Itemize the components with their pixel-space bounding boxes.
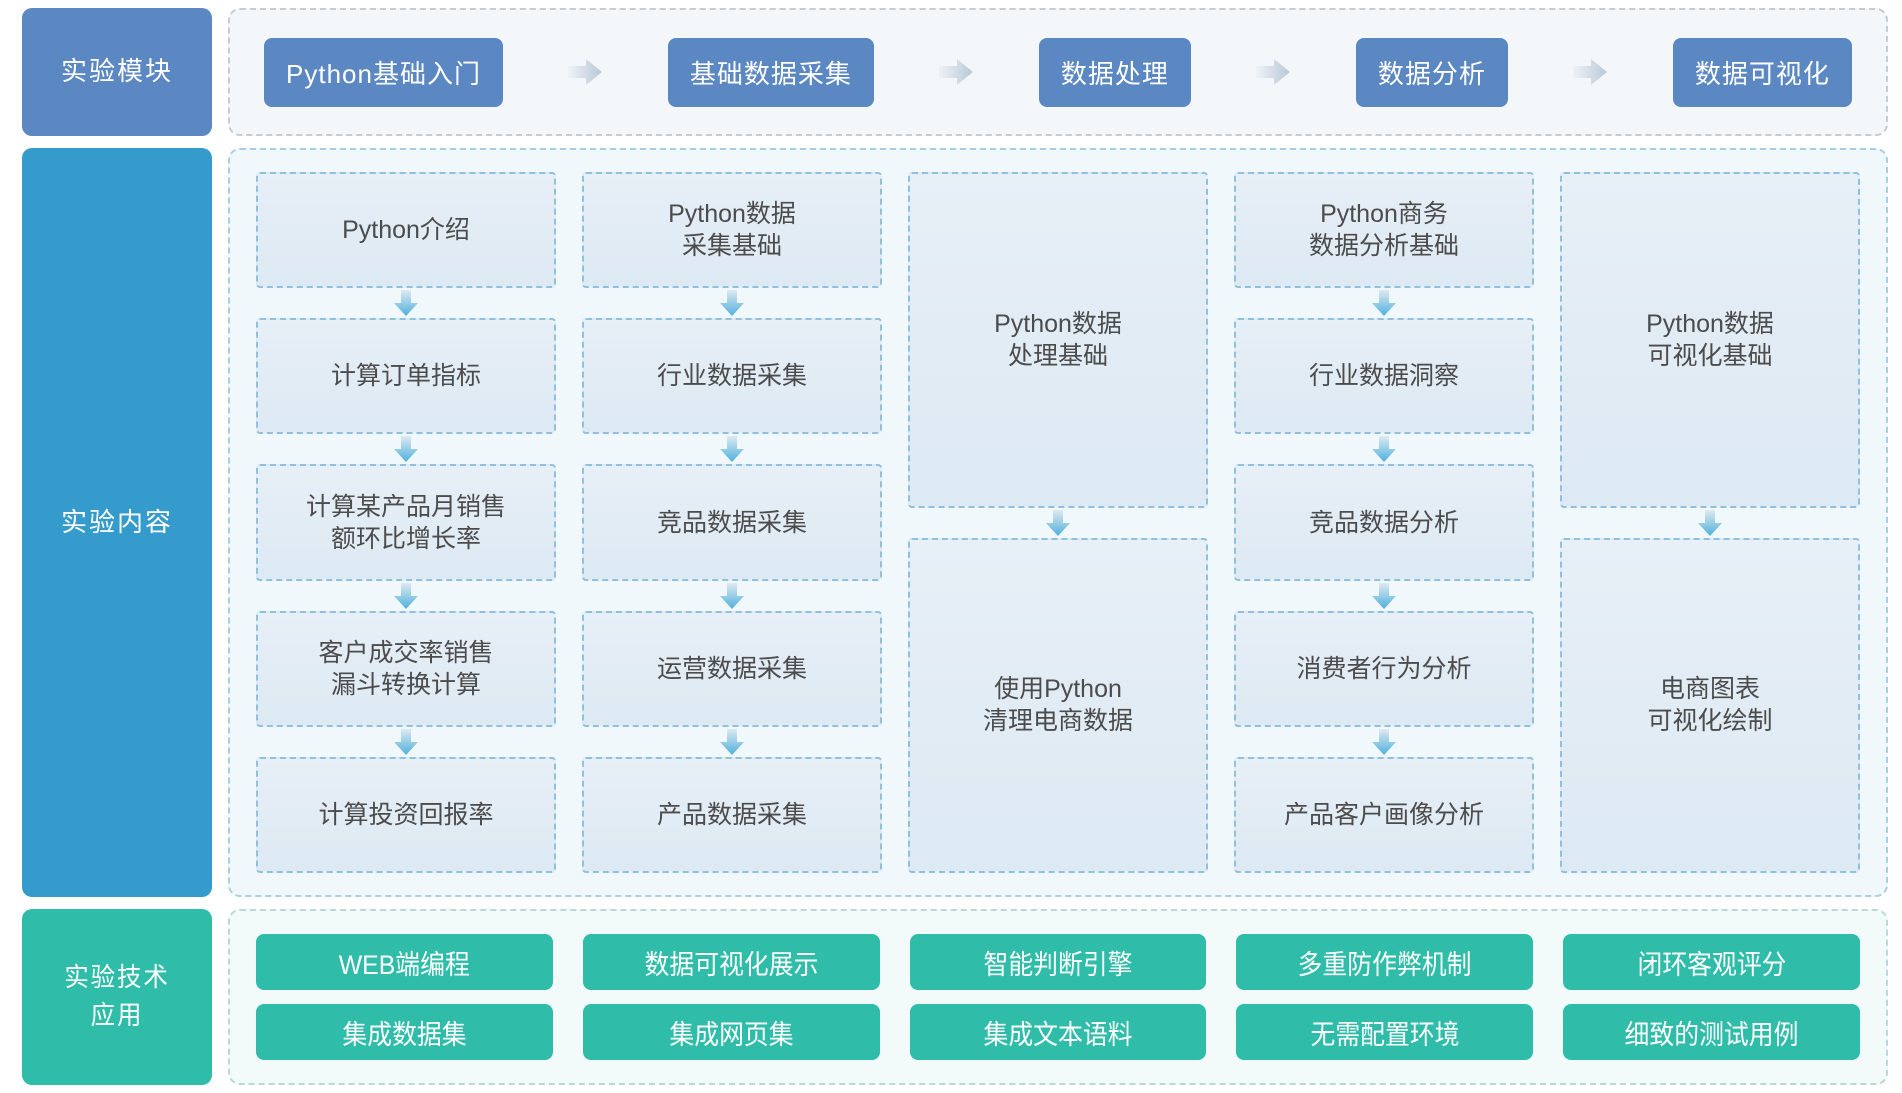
tech-tag-row-1: WEB端编程 数据可视化展示 智能判断引擎 多重防作弊机制 闭环客观评分 <box>256 934 1860 990</box>
tech-tag-2-0[interactable]: 集成数据集 <box>256 1004 553 1060</box>
tech-tag-label: 多重防作弊机制 <box>1297 949 1472 980</box>
arrow-down-icon <box>1234 288 1534 318</box>
arrow-right-icon <box>939 57 974 87</box>
tech-tag-label: 数据可视化展示 <box>644 949 819 980</box>
arrow-right-icon <box>1256 57 1291 87</box>
section-label-tech: 实验技术 应用 <box>22 909 212 1085</box>
content-step-0-3[interactable]: 客户成交率销售 漏斗转换计算 <box>256 610 556 727</box>
arrow-down-icon <box>1234 581 1534 611</box>
tech-tag-2-1[interactable]: 集成网页集 <box>582 1004 880 1060</box>
module-step-label: 数据可视化 <box>1694 58 1830 89</box>
arrow-down-icon <box>256 581 556 611</box>
tech-tag-label: 集成数据集 <box>342 1019 467 1050</box>
arrow-down-icon <box>1234 434 1534 464</box>
tech-tag-1-3[interactable]: 多重防作弊机制 <box>1236 934 1534 990</box>
tech-tag-1-4[interactable]: 闭环客观评分 <box>1563 934 1860 990</box>
arrow-down-icon <box>582 288 882 318</box>
arrow-down-icon <box>582 434 882 464</box>
content-step-1-1[interactable]: 行业数据采集 <box>582 318 882 435</box>
content-step-1-2[interactable]: 竞品数据采集 <box>582 464 882 581</box>
module-step-3[interactable]: 数据分析 <box>1355 37 1508 107</box>
tech-tag-label: 闭环客观评分 <box>1637 949 1787 980</box>
tech-tag-2-3[interactable]: 无需配置环境 <box>1236 1004 1534 1060</box>
content-step-1-0[interactable]: Python数据 采集基础 <box>582 172 882 289</box>
content-step-0-0[interactable]: Python介绍 <box>256 172 556 289</box>
tech-tag-1-2[interactable]: 智能判断引擎 <box>909 934 1207 990</box>
content-columns-panel: Python介绍计算订单指标计算某产品月销售 额环比增长率客户成交率销售 漏斗转… <box>228 148 1888 897</box>
content-step-2-1[interactable]: 使用Python 清理电商数据 <box>908 537 1208 873</box>
arrow-down-icon <box>256 288 556 318</box>
module-step-0[interactable]: Python基础入门 <box>264 37 503 107</box>
content-step-0-2[interactable]: 计算某产品月销售 额环比增长率 <box>256 464 556 581</box>
arrow-down-icon <box>582 581 882 611</box>
tech-tag-2-2[interactable]: 集成文本语料 <box>909 1004 1207 1060</box>
arrow-down-icon <box>908 508 1208 538</box>
content-step-0-1[interactable]: 计算订单指标 <box>256 318 556 435</box>
content-column-data-visualization: Python数据 可视化基础电商图表 可视化绘制 <box>1560 172 1860 873</box>
module-step-label: 基础数据采集 <box>689 58 852 89</box>
arrow-right-icon <box>568 57 603 87</box>
module-row: 实验模块 Python基础入门 基础数据采集 数据处理 数据分析 数据可视化 <box>22 8 1888 136</box>
tech-tag-label: 智能判断引擎 <box>983 949 1133 980</box>
content-step-4-1[interactable]: 电商图表 可视化绘制 <box>1560 537 1860 873</box>
section-label-content: 实验内容 <box>22 148 212 897</box>
content-row: 实验内容 Python介绍计算订单指标计算某产品月销售 额环比增长率客户成交率销… <box>22 148 1888 897</box>
module-step-label: 数据分析 <box>1377 58 1486 89</box>
arrow-down-icon <box>582 727 882 757</box>
section-label-module: 实验模块 <box>22 8 212 136</box>
content-step-3-0[interactable]: Python商务 数据分析基础 <box>1234 172 1534 289</box>
content-step-3-2[interactable]: 竞品数据分析 <box>1234 464 1534 581</box>
module-step-1[interactable]: 基础数据采集 <box>667 37 874 107</box>
content-step-0-4[interactable]: 计算投资回报率 <box>256 756 556 874</box>
module-step-2[interactable]: 数据处理 <box>1038 37 1191 107</box>
content-step-4-0[interactable]: Python数据 可视化基础 <box>1560 172 1860 508</box>
content-column-data-collection: Python数据 采集基础行业数据采集竞品数据采集运营数据采集产品数据采集 <box>582 172 882 874</box>
tech-tags-panel: WEB端编程数据可视化展示智能判断引擎多重防作弊机制闭环客观评分 集成数据集集成… <box>228 909 1888 1085</box>
content-column-python-basics: Python介绍计算订单指标计算某产品月销售 额环比增长率客户成交率销售 漏斗转… <box>256 172 556 874</box>
content-step-3-3[interactable]: 消费者行为分析 <box>1234 610 1534 727</box>
arrow-right-icon <box>1573 57 1608 87</box>
module-step-label: 数据处理 <box>1060 58 1169 89</box>
tech-tag-label: 集成文本语料 <box>983 1019 1133 1050</box>
content-step-3-1[interactable]: 行业数据洞察 <box>1234 318 1534 435</box>
tech-tag-1-0[interactable]: WEB端编程 <box>256 934 553 990</box>
tech-tag-label: 细致的测试用例 <box>1624 1019 1799 1050</box>
content-step-2-0[interactable]: Python数据 处理基础 <box>908 172 1208 508</box>
content-step-3-4[interactable]: 产品客户画像分析 <box>1234 756 1534 874</box>
arrow-down-icon <box>256 434 556 464</box>
module-step-label: Python基础入门 <box>286 58 481 89</box>
content-step-1-4[interactable]: 产品数据采集 <box>582 756 882 874</box>
tech-tag-2-4[interactable]: 细致的测试用例 <box>1563 1004 1860 1060</box>
tech-tag-label: 无需配置环境 <box>1310 1019 1460 1050</box>
module-steps-panel: Python基础入门 基础数据采集 数据处理 数据分析 数据可视化 <box>228 8 1888 136</box>
content-step-1-3[interactable]: 运营数据采集 <box>582 610 882 727</box>
tech-row: 实验技术 应用 WEB端编程 数据可视化展示 智能判断引擎 多重防作弊机制 闭环客观评分… <box>22 909 1888 1085</box>
tech-tag-1-1[interactable]: 数据可视化展示 <box>582 934 880 990</box>
arrow-down-icon <box>1560 508 1860 538</box>
content-column-data-analysis: Python商务 数据分析基础行业数据洞察竞品数据分析消费者行为分析产品客户画像… <box>1234 172 1534 874</box>
arrow-down-icon <box>1234 727 1534 757</box>
tech-tag-label: WEB端编程 <box>338 949 470 980</box>
content-column-data-processing: Python数据 处理基础使用Python 清理电商数据 <box>908 172 1208 873</box>
tech-tag-row-2: 集成数据集 集成网页集 集成文本语料 无需配置环境 细致的测试用例 <box>256 1004 1860 1060</box>
module-step-4[interactable]: 数据可视化 <box>1672 37 1852 107</box>
arrow-down-icon <box>256 727 556 757</box>
tech-tag-label: 集成网页集 <box>669 1019 794 1050</box>
